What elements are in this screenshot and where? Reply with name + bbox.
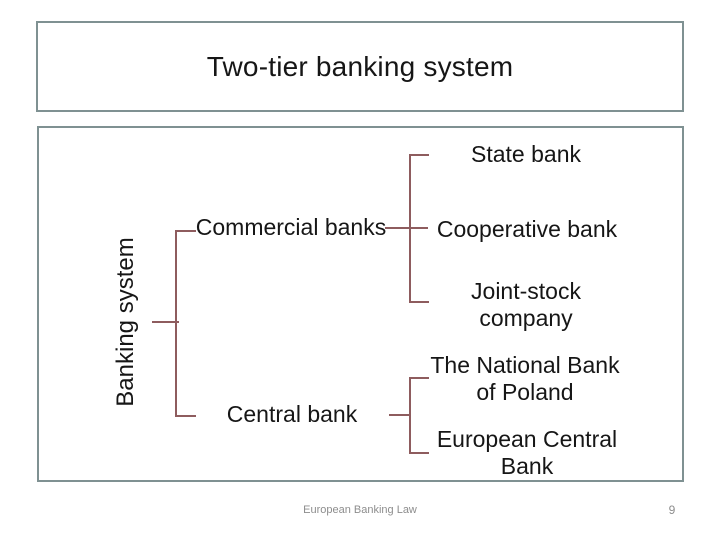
- bracket-central-tick-nbp: [409, 377, 429, 379]
- node-european-central-bank: European Central Bank: [436, 426, 618, 479]
- bracket-root-tick-central: [175, 415, 196, 417]
- node-cooperative-bank: Cooperative bank: [436, 216, 618, 242]
- bracket-commercial-input-connector: [385, 227, 428, 229]
- bracket-root-tick-commercial: [175, 230, 196, 232]
- diagram-root-label: Banking system: [112, 237, 139, 407]
- content-placeholder: [37, 126, 684, 482]
- node-joint-stock-company: Joint-stock company: [471, 278, 581, 331]
- node-central-bank: Central bank: [226, 401, 358, 427]
- bracket-commercial-tick-state: [409, 154, 429, 156]
- node-state-bank: State bank: [471, 141, 581, 167]
- node-commercial-banks: Commercial banks: [195, 214, 387, 240]
- bracket-central-input-connector: [389, 414, 410, 416]
- slide-title: Two-tier banking system: [206, 50, 514, 82]
- slide-number: 9: [668, 503, 676, 517]
- title-placeholder: Two-tier banking system: [36, 21, 684, 112]
- bracket-root-vertical-line: [175, 230, 177, 417]
- bracket-commercial-tick-jointstock: [409, 301, 429, 303]
- bracket-central-tick-ecb: [409, 452, 429, 454]
- bracket-root-input-connector: [152, 321, 179, 323]
- node-national-bank-of-poland: The National Bank of Poland: [430, 352, 620, 405]
- bracket-central-vertical-line: [409, 377, 411, 454]
- footer-text: European Banking Law: [303, 504, 417, 516]
